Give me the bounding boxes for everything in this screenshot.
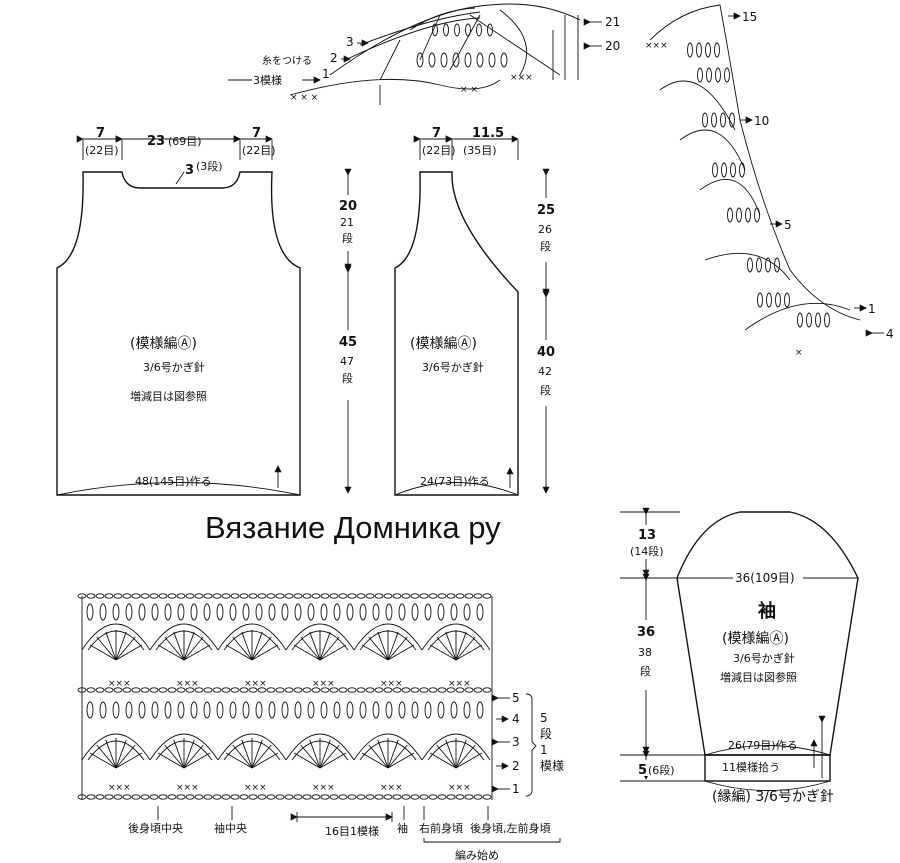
sleeve-len-unit: 段 xyxy=(640,664,651,678)
sleeve-cuff-w: 26(79目)作る xyxy=(728,739,798,752)
right-row-15: 15 xyxy=(742,10,757,24)
main-right-front: 右前身頃 xyxy=(419,821,463,835)
back-panel: 7 (22目) 23 (69目) 7 (22目) 3 (3段) 20 21 段 … xyxy=(56,126,360,496)
svg-text:×××: ××× xyxy=(108,679,131,689)
sleeve-cuff-h: 5 xyxy=(638,763,647,778)
main-back-center: 後身頃中央 xyxy=(128,821,183,835)
svg-text:×××: ××× xyxy=(448,783,471,793)
main-sleeve-center: 袖中央 xyxy=(214,821,247,835)
front-neck-rows: 26 xyxy=(538,223,552,236)
main-back-left-front: 後身頃,左前身頃 xyxy=(470,821,551,835)
main-stitches-repeat: 16目1模様 xyxy=(325,824,379,838)
main-row-5: 5 xyxy=(512,691,520,705)
main-row-3: 3 xyxy=(512,735,520,749)
svg-text:×××: ××× xyxy=(312,679,335,689)
front-hook-label: 3/6号かぎ針 xyxy=(422,360,484,374)
back-body-unit: 段 xyxy=(342,371,353,385)
main-row-2: 2 xyxy=(512,759,520,773)
back-dim-left: 7 xyxy=(96,126,105,141)
top-row-20: 20 xyxy=(605,39,620,53)
sleeve-hook-label: 3/6号かぎ針 xyxy=(733,651,795,665)
svg-text:×××: ××× xyxy=(380,783,403,793)
right-row-4: 4 xyxy=(886,327,894,341)
main-repeat-label: 5 段 1 模様 xyxy=(540,711,564,773)
svg-text:×××: ××× xyxy=(108,783,131,793)
back-neck-depth: 3 xyxy=(185,163,194,178)
top-row-3: 3 xyxy=(346,35,354,49)
svg-text:×××: ××× xyxy=(312,783,335,793)
front-bottom-label: 24(73目)作る xyxy=(420,475,490,488)
back-pattern-label: (模様編Ⓐ) xyxy=(130,336,197,352)
svg-text:×××: ××× xyxy=(645,41,668,51)
sleeve-pickup: 11模様拾う xyxy=(722,760,780,774)
sleeve-width: 36(109目) xyxy=(735,571,795,585)
back-neck-depth-rows: (3段) xyxy=(196,159,223,173)
sleeve-len-rows: 38 xyxy=(638,646,652,659)
back-body-rows: 47 xyxy=(340,355,354,368)
svg-text:×××: ××× xyxy=(510,73,533,83)
front-dim-left-rows: (22目) xyxy=(422,144,456,157)
front-dim-right-rows: (35目) xyxy=(463,144,497,157)
back-note: 増減目は図参照 xyxy=(130,389,207,403)
sleeve-cuff-rows: (6段) xyxy=(648,763,675,777)
top-three-repeats: 3模様 xyxy=(253,73,282,87)
svg-text:×××: ××× xyxy=(380,679,403,689)
right-row-5: 5 xyxy=(784,218,792,232)
svg-text:×××: ××× xyxy=(176,783,199,793)
back-body-h: 45 xyxy=(339,335,357,350)
sleeve-edging: (縁編) 3/6号かぎ針 xyxy=(712,789,834,805)
main-row-1: 1 xyxy=(512,782,520,796)
front-neck-unit: 段 xyxy=(540,239,551,253)
front-neck-h: 25 xyxy=(537,203,555,218)
top-row-1: 1 xyxy=(322,67,330,81)
sleeve-cap-rows: (14段) xyxy=(630,544,664,558)
svg-text:×××: ××× xyxy=(176,679,199,689)
watermark: Вязание Домника ру xyxy=(205,510,501,545)
back-dim-mid: 23 xyxy=(147,134,165,149)
right-stitch-chart: ××× × 15 10 5 1 4 xyxy=(645,4,894,358)
back-dim-right: 7 xyxy=(252,126,261,141)
svg-text:×××: ××× xyxy=(244,679,267,689)
svg-text:×××: ××× xyxy=(448,679,471,689)
front-panel: 7 (22目) 11.5 (35目) 25 26 段 40 42 段 (模様編Ⓐ… xyxy=(394,126,558,496)
front-body-h: 40 xyxy=(537,345,555,360)
back-armhole-unit: 段 xyxy=(342,231,353,245)
back-dim-left-rows: (22目) xyxy=(85,144,119,157)
back-dim-right-rows: (22目) xyxy=(242,144,276,157)
sleeve-len: 36 xyxy=(637,625,655,640)
front-body-rows: 42 xyxy=(538,365,552,378)
top-row-2: 2 xyxy=(330,51,338,65)
back-armhole-h: 20 xyxy=(339,199,357,214)
front-body-unit: 段 xyxy=(540,383,551,397)
svg-text:× ×: × × xyxy=(460,85,478,95)
svg-text:×××: ××× xyxy=(244,783,267,793)
svg-text:× × ×: × × × xyxy=(290,93,318,103)
right-row-10: 10 xyxy=(754,114,769,128)
right-row-1: 1 xyxy=(868,302,876,316)
back-dim-mid-rows: (69目) xyxy=(168,135,202,148)
front-dim-right: 11.5 xyxy=(472,126,504,141)
sleeve-pattern-label: (模様編Ⓐ) xyxy=(722,631,789,647)
front-dim-left: 7 xyxy=(432,126,441,141)
main-start-label: 編み始め xyxy=(455,848,499,862)
main-row-4: 4 xyxy=(512,712,520,726)
top-row-21: 21 xyxy=(605,15,620,29)
front-pattern-label: (模様編Ⓐ) xyxy=(410,336,477,352)
top-stitch-chart: × × × × × ××× 21 20 3 2 糸をつける 1 3模様 xyxy=(228,3,620,105)
back-hook-label: 3/6号かぎ針 xyxy=(143,360,205,374)
back-armhole-rows: 21 xyxy=(340,216,354,229)
main-sleeve-label: 袖 xyxy=(397,821,408,835)
sleeve-cap-h: 13 xyxy=(638,528,656,543)
sleeve-note: 増減目は図参照 xyxy=(720,670,797,684)
back-bottom-label: 48(145目)作る xyxy=(135,475,212,488)
sleeve-title: 袖 xyxy=(758,600,776,622)
top-join-yarn: 糸をつける xyxy=(262,55,312,67)
main-stitch-chart: ××× ××× ××× ××× ××× ××× ××× ××× ××× ××× ××× ××× 5 4… xyxy=(77,593,564,862)
svg-text:×: × xyxy=(795,348,803,358)
sleeve-panel: 13 (14段) 36 38 段 5 (6段) 36(109目) 袖 (模様編Ⓐ… xyxy=(620,507,859,805)
